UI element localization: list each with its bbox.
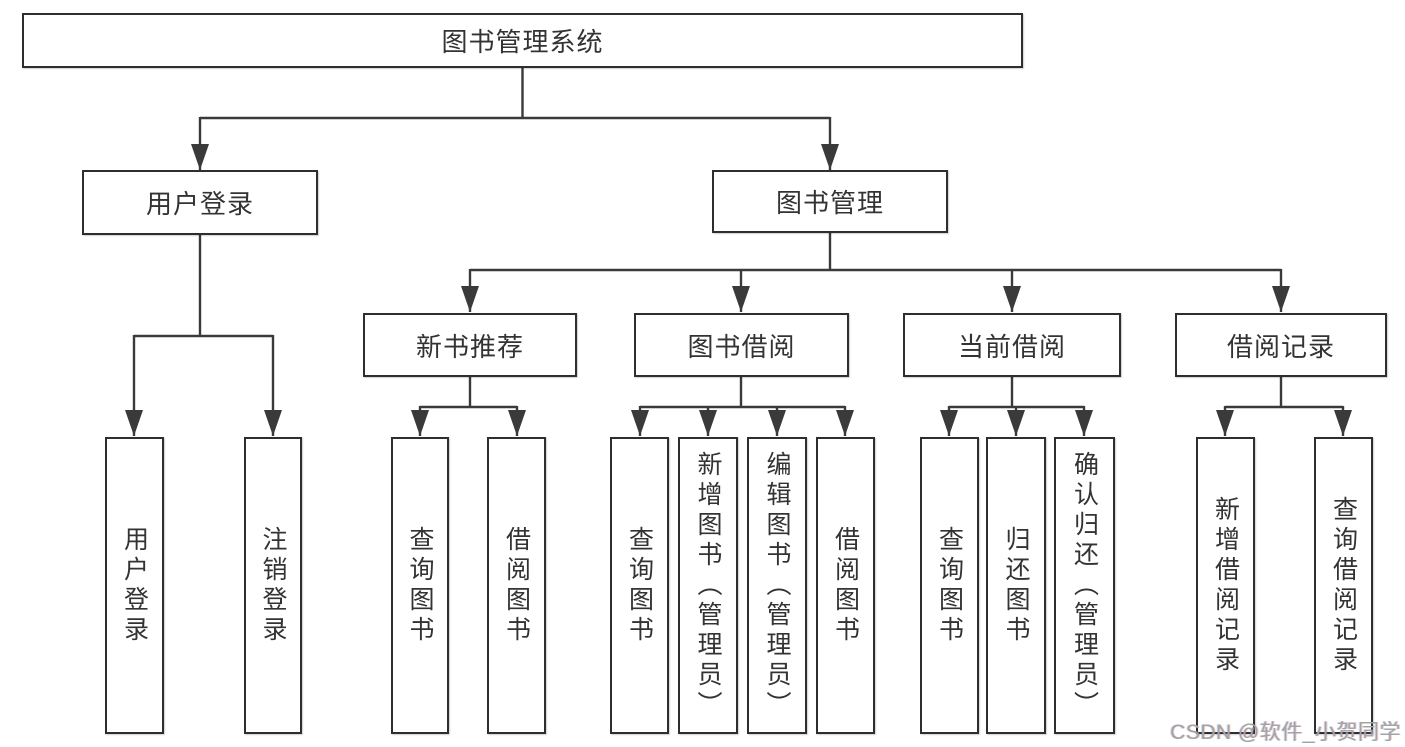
node-label: 当前借阅 [957,331,1066,362]
node-label: 借阅记录 [1226,331,1335,362]
node-current-borrow: 当前借阅 [903,313,1121,377]
node-new-book-recommend: 新书推荐 [363,313,577,377]
csdn-watermark: CSDN @软件_小贺同学 [1170,721,1401,744]
node-label: 用户登录 [145,189,254,219]
leaf-edit-books-admin: 编辑图书（管理员） [747,437,807,734]
node-label: 借阅图书 [831,525,860,646]
node-label: 归还图书 [1002,525,1030,646]
leaf-borrow-books-recommend: 借阅图书 [487,437,546,734]
node-label: 查询借阅记录 [1329,495,1358,676]
node-book-borrow: 图书借阅 [634,313,849,377]
leaf-add-books-admin: 新增图书（管理员） [678,437,738,734]
leaf-logout: 注销登录 [244,437,302,734]
leaf-borrow-books: 借阅图书 [816,437,875,734]
node-label: 编辑图书（管理员） [763,450,791,721]
node-label: 查询图书 [625,525,654,646]
node-label: 新书推荐 [415,331,524,362]
node-label: 注销登录 [259,525,287,646]
leaf-confirm-return-admin: 确认归还（管理员） [1054,437,1115,734]
node-label: 图书管理 [775,188,884,218]
node-label: 借阅图书 [502,525,531,646]
node-root-system: 图书管理系统 [22,13,1023,68]
leaf-return-books: 归还图书 [986,437,1046,734]
node-user-login: 用户登录 [82,170,318,235]
node-label: 查询图书 [935,525,964,646]
leaf-query-books-borrow: 查询图书 [610,437,669,734]
node-label: 图书管理系统 [441,27,604,57]
leaf-query-borrow-record: 查询借阅记录 [1314,437,1373,734]
node-label: 新增图书（管理员） [694,450,722,721]
leaf-query-books-recommend: 查询图书 [391,437,449,734]
node-label: 新增借阅记录 [1211,495,1240,676]
node-label: 查询图书 [406,525,434,646]
node-borrow-records: 借阅记录 [1175,313,1387,377]
node-label: 用户登录 [120,525,149,646]
node-label: 图书借阅 [687,331,796,362]
leaf-user-login: 用户登录 [105,437,164,734]
leaf-query-books-current: 查询图书 [920,437,979,734]
leaf-add-borrow-record: 新增借阅记录 [1196,437,1255,734]
node-label: 确认归还（管理员） [1070,450,1099,721]
node-book-management: 图书管理 [712,170,948,233]
